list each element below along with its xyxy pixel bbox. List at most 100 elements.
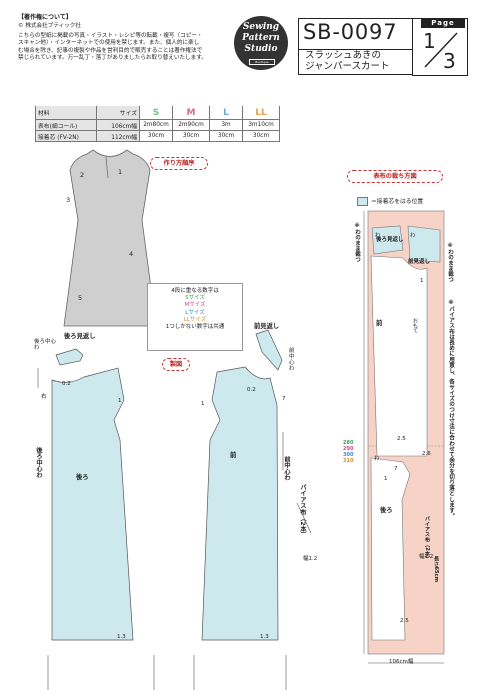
layout-facing-piece: [371, 225, 404, 255]
step-number: 3: [66, 196, 71, 204]
pattern-title-line: ジャンパースカート: [305, 61, 390, 72]
interfacing-legend-text: ＝接着芯をはる位置: [371, 199, 424, 205]
back-bodice-piece: [51, 367, 134, 641]
draft-mark: 右: [41, 394, 47, 400]
layout-mark: 1: [384, 476, 388, 482]
layout-front-piece: [370, 255, 428, 457]
page-slash: [424, 32, 458, 68]
copyright-title: 【著作権について】: [18, 14, 72, 21]
draft-mark: 1.3: [260, 634, 269, 640]
length-label: 300: [343, 452, 354, 458]
bias-label: バイアス布（2本）: [299, 484, 306, 538]
front-piece-label: 前: [230, 452, 237, 459]
interfacing-legend: ＝接着芯をはる位置: [357, 196, 423, 206]
step-number: 4: [129, 250, 134, 258]
material-name: 接着芯 (FV-2N): [35, 130, 97, 142]
copyright-line: む場合を除き、記事の複製や作品を営利目的で販売することは著作権法で: [18, 47, 203, 54]
material-amount: 30cm: [209, 130, 243, 142]
material-row: 接着芯 (FV-2N) 112cm幅 30cm 30cm 30cm 30cm: [35, 130, 280, 142]
back-facing-piece: [55, 348, 84, 366]
interfacing-swatch: [357, 197, 368, 206]
logo-line: Sewing: [242, 22, 280, 32]
layout-bias-label: バイアス布（2本）: [424, 516, 430, 562]
draft-mark: 1.3: [117, 634, 126, 640]
draft-mark: 1: [201, 401, 205, 407]
step-number: 5: [78, 294, 83, 302]
layout-mark: 2.6: [422, 451, 431, 457]
pattern-code: SB-0097: [303, 20, 398, 44]
front-bodice-piece: [201, 366, 279, 641]
size-legend-line: Sサイズ: [185, 295, 205, 302]
dress-illustration: [63, 149, 157, 327]
copyright-line: 禁じられています。万一乱丁・落丁がありましたらお取り替えいたします。: [18, 55, 207, 62]
length-label: 290: [343, 446, 354, 452]
steps-title: 作り方順序: [150, 157, 208, 170]
front-facing-piece: [255, 329, 283, 371]
copyright-line: こちらの型紙に掲載の写真・イラスト・レシピ等の転載・複写（コピー・: [18, 32, 203, 39]
page-total: 3: [443, 49, 456, 73]
layout-mark: 2.5: [397, 436, 406, 442]
layout-back-label: 後ろ: [380, 507, 393, 514]
layout-bias-length: 長さ65cm: [433, 556, 439, 583]
layout-mark: 2.5: [400, 618, 409, 624]
draft-mark: 7: [282, 396, 286, 402]
size-legend-line: LLサイズ: [183, 316, 207, 323]
logo-sub: Boutique: [249, 59, 275, 65]
pattern-title-box: スラッシュあきの ジャンパースカート: [298, 48, 413, 75]
layout-fold-mark: わ: [374, 456, 380, 462]
back-center-label: 後ろ中心わ: [34, 339, 57, 351]
pattern-title-line: スラッシュあきの: [305, 50, 382, 61]
fold-note: ※わのまま裁つ: [447, 243, 453, 282]
back-center-label-2: 後ろ中心わ: [35, 447, 42, 478]
front-center-label-2: 前中心わ: [283, 456, 290, 481]
size-legend-title: 4段に重なる数字は: [171, 288, 219, 294]
seisu-title: 製図: [162, 358, 190, 371]
back-facing-label: 後ろ見返し: [64, 333, 96, 340]
page-indicator: Page 1 3: [412, 18, 468, 76]
materials-header-row: 材料 サイズ S M L LL: [35, 106, 280, 120]
size-legend-line: Lサイズ: [185, 309, 205, 316]
bias-note: ※バイアス布は長めに用意し、各サイズのつけ寸法に合わせて余分を切り落とします。: [448, 300, 454, 519]
material-amount: 30cm: [242, 130, 280, 142]
pattern-code-box: SB-0097: [298, 18, 413, 50]
layout-title: 表布の裁ち方図: [347, 170, 443, 183]
length-label: 310: [343, 458, 354, 464]
logo-line: Studio: [244, 44, 278, 54]
layout-fold-mark: わ: [410, 233, 416, 239]
layout-fold-mark: わ: [375, 233, 381, 239]
material-width: 112cm幅: [96, 130, 140, 142]
layout-mark: 7: [394, 466, 398, 472]
layout-back-facing: 後ろ見返し: [376, 237, 404, 243]
size-legend-note: 1つしかない数字は共通: [165, 324, 225, 331]
copyright-publisher: © 株式会社ブティック社: [18, 23, 81, 30]
bias-width: 幅1.2: [303, 556, 318, 562]
size-legend: 4段に重なる数字は Sサイズ Mサイズ Lサイズ LLサイズ 1つしかない数字は…: [147, 283, 243, 351]
draft-mark: 1: [118, 398, 122, 404]
fold-note: ※わのまま裁つ: [354, 223, 360, 262]
step-number: 1: [118, 168, 123, 176]
layout-back-piece: [370, 457, 411, 641]
size-legend-line: Mサイズ: [184, 302, 206, 309]
draft-mark: 0.2: [62, 381, 71, 387]
back-piece-label: 後ろ: [76, 474, 89, 481]
front-facing-label: 前見返し: [254, 323, 280, 330]
step-number: 2: [80, 171, 85, 179]
layout-mark: 1: [420, 278, 424, 284]
front-center-label: 前中心わ: [289, 348, 295, 372]
logo-line: Pattern: [242, 33, 280, 43]
layout-bias-width: 幅1.2: [419, 554, 434, 560]
draft-mark: 0.2: [247, 387, 256, 393]
material-row: 表布(細コール) 106cm幅 2m80cm 2m90cm 3m 3m10cm: [35, 119, 280, 131]
brand-logo: Sewing Pattern Studio Boutique: [234, 16, 288, 70]
copyright-line: スキャン他）・インターネットでの使用を禁じます。また、個人的に楽し: [18, 40, 200, 47]
page-tag: Page: [421, 18, 465, 28]
layout-right-side: おもて: [412, 318, 418, 333]
fabric-width-label: 106cm幅: [389, 659, 414, 665]
layout-front-facing: 前見返し: [408, 259, 431, 265]
materials-table: 材料 サイズ S M L LL 表布(細コール) 106cm幅 2m80cm 2…: [35, 106, 280, 142]
copyright-notice: 【著作権について】 © 株式会社ブティック社 こちらの型紙に掲載の写真・イラスト…: [18, 14, 250, 63]
length-label: 280: [343, 440, 354, 446]
page-current: 1: [423, 29, 436, 53]
layout-front-label: 前: [376, 320, 383, 327]
